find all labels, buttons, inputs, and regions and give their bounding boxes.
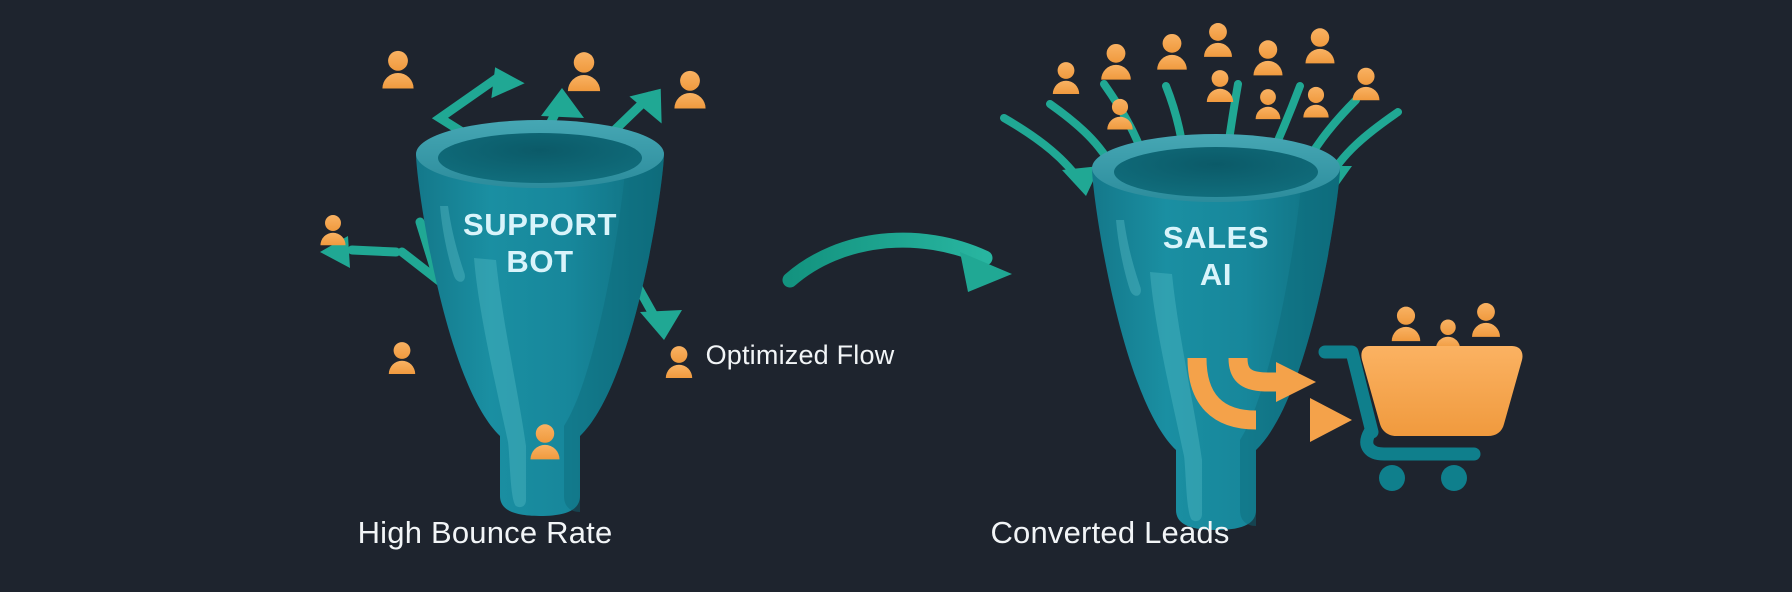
caption-converted-leads: Converted Leads <box>990 515 1230 550</box>
cart-handle <box>1318 345 1379 439</box>
output-pipe-lower <box>1187 357 1257 430</box>
arrowhead-down-right <box>640 310 682 340</box>
output-arrowhead-upper <box>1276 362 1316 402</box>
output-arrow-heads <box>1276 362 1352 442</box>
arrowhead-up-left <box>491 67 525 99</box>
bounce-arrow-6 <box>347 245 401 257</box>
output-flow-group <box>1187 357 1281 430</box>
optimized-flow-arrow-head <box>960 252 1012 292</box>
panel-after-sales-ai: SALES AI <box>1000 23 1523 530</box>
arrowhead-up-right <box>629 88 662 124</box>
connector-optimized-flow <box>782 232 1012 292</box>
output-arrowhead-lower <box>1310 398 1352 442</box>
funnel-label-line-2: AI <box>1200 257 1232 292</box>
cart-rail <box>1360 425 1481 461</box>
cart-wheel-right <box>1441 465 1467 491</box>
output-pipe-upper <box>1228 357 1281 392</box>
caption-optimized-flow: Optimized Flow <box>705 340 895 370</box>
arrowhead-up-mid <box>541 88 584 118</box>
cart-basket <box>1361 346 1523 436</box>
arrowhead-in-1 <box>1062 166 1100 196</box>
caption-high-bounce-rate: High Bounce Rate <box>357 515 613 550</box>
funnel-label-line-1: SUPPORT <box>463 207 617 242</box>
optimized-flow-arrow-shaft <box>782 232 993 288</box>
funnel-label-line-2: BOT <box>506 244 573 279</box>
cart-wheel-left <box>1379 465 1405 491</box>
panel-before-support-bot: SUPPORT BOT <box>320 50 706 516</box>
funnel-label-line-1: SALES <box>1163 220 1269 255</box>
shopping-cart-icon <box>1318 303 1523 491</box>
